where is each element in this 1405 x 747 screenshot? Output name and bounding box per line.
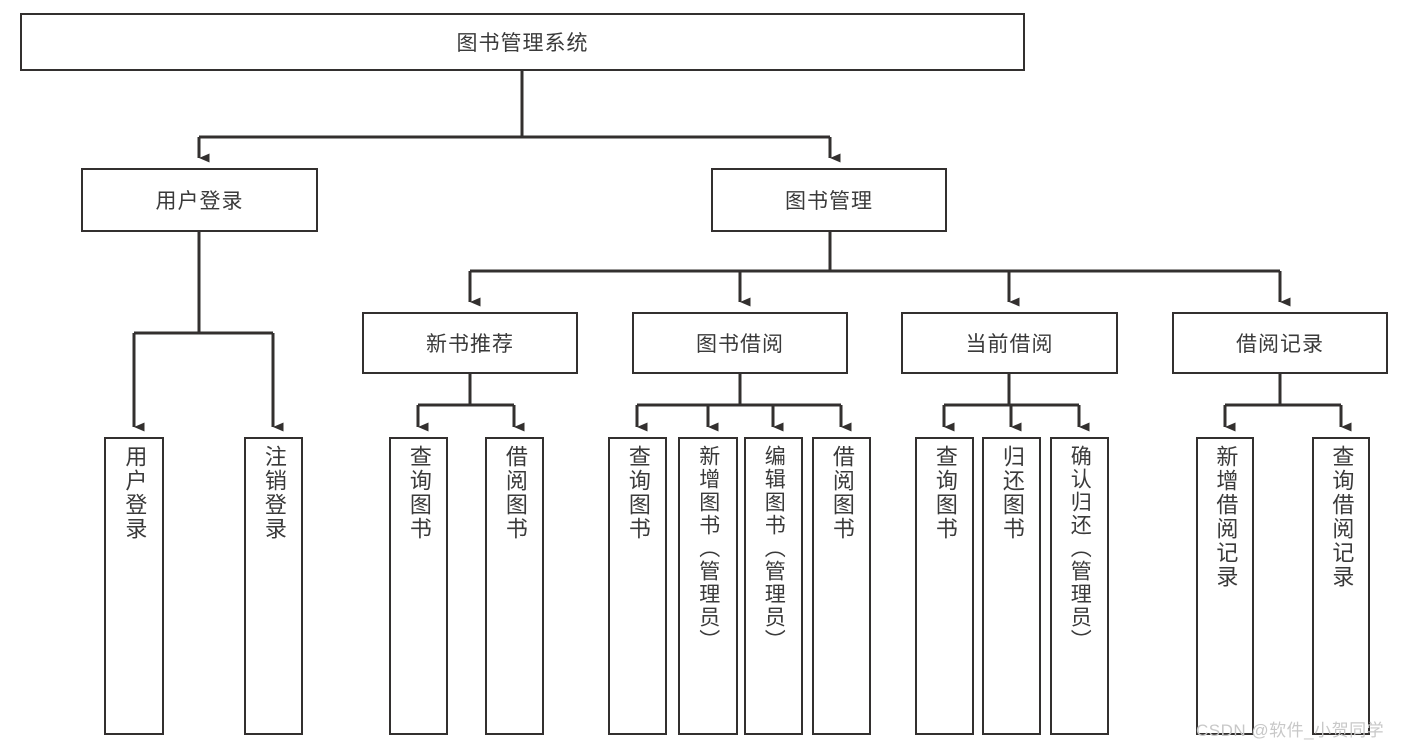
connector-new-book-rec-to-leaves <box>416 374 525 432</box>
node-label: 新增图书（管理员） <box>696 445 720 652</box>
node-label: 编辑图书（管理员） <box>762 445 786 652</box>
connector-borrow-record-to-leaves <box>1223 374 1352 432</box>
node-label: 确认归还（管理员） <box>1068 445 1092 652</box>
node-label: 归还图书 <box>999 445 1025 541</box>
node-leaf-query-book-rec[interactable]: 查询图书 <box>389 437 448 735</box>
node-leaf-borrow-book[interactable]: 借阅图书 <box>812 437 871 735</box>
node-leaf-logout[interactable]: 注销登录 <box>244 437 303 735</box>
node-leaf-user-login[interactable]: 用户登录 <box>104 437 164 735</box>
node-new-book-recommendation[interactable]: 新书推荐 <box>362 312 578 374</box>
connector-user-login-to-leaves <box>132 232 284 432</box>
node-label: 图书管理 <box>785 190 873 213</box>
node-label: 图书借阅 <box>696 333 784 356</box>
node-root-library-system[interactable]: 图书管理系统 <box>20 13 1025 71</box>
node-label: 注销登录 <box>261 445 287 541</box>
node-leaf-query-borrow-record[interactable]: 查询借阅记录 <box>1312 437 1370 735</box>
node-label: 新书推荐 <box>426 333 514 356</box>
node-label: 查询借阅记录 <box>1329 445 1355 589</box>
node-label: 用户登录 <box>155 190 244 213</box>
node-label: 查询图书 <box>932 445 958 541</box>
watermark-text: CSDN @软件_小贺同学 <box>1196 721 1385 740</box>
node-current-borrowing[interactable]: 当前借阅 <box>901 312 1118 374</box>
node-label: 用户登录 <box>122 445 148 541</box>
node-leaf-add-borrow-record[interactable]: 新增借阅记录 <box>1196 437 1254 735</box>
node-book-management[interactable]: 图书管理 <box>711 168 947 232</box>
connector-book-mgmt-to-level3 <box>468 232 1291 307</box>
node-label: 新增借阅记录 <box>1213 445 1239 589</box>
node-leaf-query-book-current[interactable]: 查询图书 <box>915 437 974 735</box>
connector-book-borrow-to-leaves <box>635 374 852 432</box>
connector-current-borrow-to-leaves <box>942 374 1090 432</box>
node-label: 当前借阅 <box>965 333 1054 356</box>
node-leaf-edit-book-admin[interactable]: 编辑图书（管理员） <box>744 437 803 735</box>
node-label: 查询图书 <box>406 445 432 541</box>
node-user-login[interactable]: 用户登录 <box>81 168 318 232</box>
node-leaf-borrow-book-rec[interactable]: 借阅图书 <box>485 437 544 735</box>
node-label: 借阅记录 <box>1236 333 1324 356</box>
node-book-borrowing[interactable]: 图书借阅 <box>632 312 848 374</box>
connector-root-to-level2 <box>197 71 841 163</box>
node-label: 图书管理系统 <box>456 32 589 55</box>
node-leaf-confirm-return-admin[interactable]: 确认归还（管理员） <box>1050 437 1109 735</box>
node-label: 借阅图书 <box>502 445 528 541</box>
node-label: 查询图书 <box>625 445 651 541</box>
node-borrowing-record[interactable]: 借阅记录 <box>1172 312 1388 374</box>
node-leaf-query-book-borrow[interactable]: 查询图书 <box>608 437 667 735</box>
node-leaf-return-book[interactable]: 归还图书 <box>982 437 1041 735</box>
node-leaf-add-book-admin[interactable]: 新增图书（管理员） <box>678 437 738 735</box>
node-label: 借阅图书 <box>829 445 855 541</box>
